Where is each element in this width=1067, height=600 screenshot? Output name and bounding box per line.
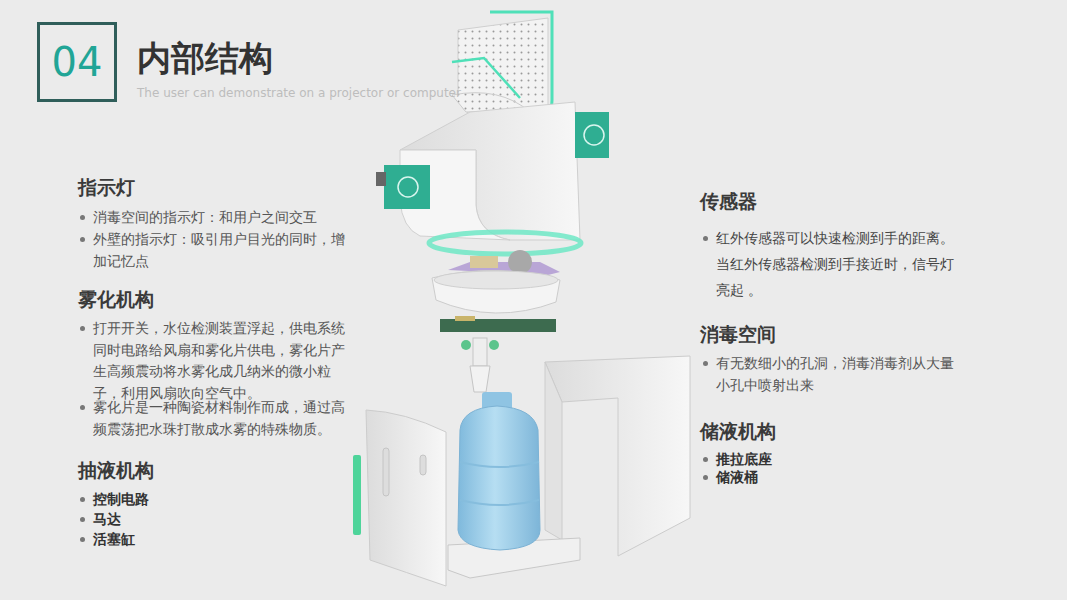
bullet-dot — [80, 215, 85, 220]
water-jug — [458, 406, 540, 550]
section-heading: 消毒空间 — [700, 323, 776, 346]
bullet-dot — [703, 457, 708, 462]
bowl-rim — [434, 271, 558, 289]
section-heading: 雾化机构 — [78, 288, 154, 311]
teal-frame — [452, 58, 520, 98]
section-heading: 传感器 — [700, 190, 757, 213]
sensor-ring — [584, 125, 604, 145]
sensor-board — [575, 112, 609, 158]
light-ring — [429, 232, 581, 254]
pump-fitting — [489, 340, 499, 350]
bullet-text: 消毒空间的指示灯：和用户之间交互 — [93, 207, 348, 229]
bullet-item: 活塞缸 — [93, 530, 135, 548]
bullet-text: 有无数细小的孔洞，消毒消毒剂从大量小孔中喷射出来 — [716, 353, 961, 396]
cover-slot — [383, 448, 389, 496]
section-number: 04 — [52, 42, 103, 82]
bullet-item: 控制电路 — [93, 490, 149, 508]
bullet-text: 打开开关，水位检测装置浮起，供电系统同时电路给风扇和雾化片供电，雾化片产生高频震… — [93, 318, 351, 405]
indicator-strip — [353, 455, 361, 535]
jug-rib — [460, 462, 539, 505]
atomizer-chip — [470, 256, 498, 268]
bullet-item: 推拉底座 — [716, 450, 772, 468]
connector-pins — [376, 172, 386, 186]
slide-title: 内部结构 — [137, 36, 273, 82]
cover-slot — [420, 455, 426, 475]
subtitle: The user can demonstrate on a projector … — [137, 86, 461, 100]
section-number-box: 04 — [37, 22, 117, 102]
bullet-dot — [80, 237, 85, 242]
pump-nozzle — [470, 366, 490, 392]
bullet-dot — [80, 517, 85, 522]
pump-body — [473, 338, 487, 366]
atomizer-bowl — [432, 270, 560, 313]
bullet-dot — [703, 475, 708, 480]
bullet-dot — [703, 236, 708, 241]
sensor-ring — [398, 177, 418, 197]
pcb-part — [455, 316, 475, 321]
back-shell-side — [545, 362, 562, 540]
bullet-dot — [80, 497, 85, 502]
fan — [508, 250, 532, 274]
pump-fitting — [461, 340, 471, 350]
bullet-dot — [80, 326, 85, 331]
section-heading: 指示灯 — [78, 176, 135, 199]
bullet-text: 红外传感器可以快速检测到手的距离。当红外传感器检测到手接近时，信号灯亮起 。 — [716, 226, 961, 304]
section-heading: 储液机构 — [700, 420, 776, 443]
bullet-item: 马达 — [93, 510, 121, 528]
bullet-dot — [703, 361, 708, 366]
front-cover — [366, 410, 446, 586]
bullet-text: 外壁的指示灯：吸引用户目光的同时，增加记忆点 — [93, 229, 348, 272]
bullet-dot — [80, 405, 85, 410]
back-shell — [545, 356, 690, 556]
section-heading: 抽液机构 — [78, 459, 154, 482]
bullet-dot — [80, 537, 85, 542]
bullet-item: 储液桶 — [716, 468, 758, 486]
bullet-text: 雾化片是一种陶瓷材料制作而成，通过高频震荡把水珠打散成水雾的特殊物质。 — [93, 397, 351, 440]
sensor-board — [384, 165, 430, 209]
